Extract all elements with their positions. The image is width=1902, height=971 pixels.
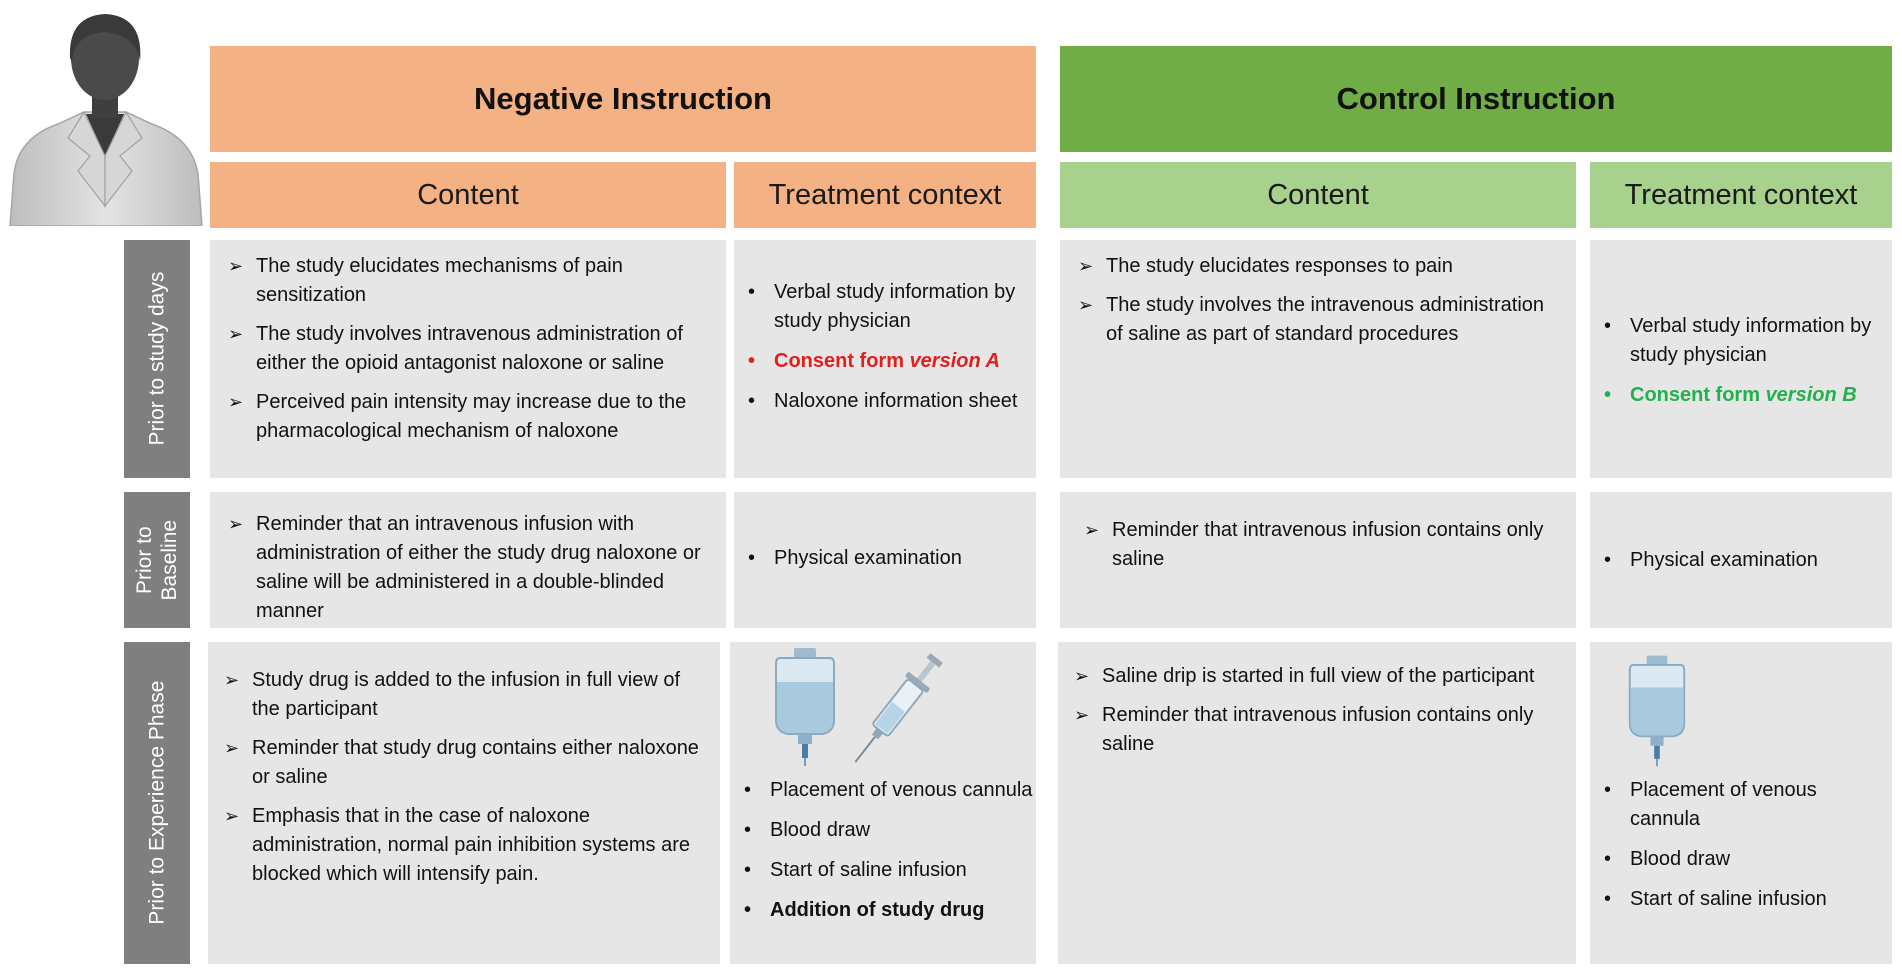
consent-form-a-item: •Consent form version A xyxy=(748,350,1000,372)
list-item: ➢The study elucidates mechanisms of pain… xyxy=(228,255,623,306)
control-experience-context: •Placement of venous cannula •Blood draw… xyxy=(1590,642,1892,964)
list-item: •Start of saline infusion xyxy=(744,859,967,881)
control-context-header: Treatment context xyxy=(1590,162,1892,228)
list-item: ➢The study involves intravenous administ… xyxy=(228,323,683,374)
list-item: •Verbal study information by study physi… xyxy=(748,281,1016,332)
list-item: •Blood draw xyxy=(1604,848,1731,870)
control-study-days-context: •Verbal study information by study physi… xyxy=(1590,240,1892,478)
syringe-icon xyxy=(848,648,944,772)
list-item: ➢Saline drip is started in full view of … xyxy=(1074,665,1535,687)
infusion-bag-icon xyxy=(772,648,838,766)
control-content-header: Content xyxy=(1060,162,1576,228)
negative-study-days-context: •Verbal study information by study physi… xyxy=(734,240,1036,478)
negative-baseline-context: •Physical examination xyxy=(734,492,1036,628)
list-item: •Naloxone information sheet xyxy=(748,390,1018,412)
row-label-prior-to-study-days: Prior to study days xyxy=(124,240,190,478)
list-item: •Physical examination xyxy=(1604,549,1818,571)
negative-baseline-content: ➢Reminder that an intravenous infusion w… xyxy=(210,492,726,628)
list-item: •Blood draw xyxy=(744,819,871,841)
list-item: ➢Emphasis that in the case of naloxone a… xyxy=(224,805,690,885)
physician-silhouette-icon xyxy=(6,6,204,227)
row-label-prior-to-experience-phase: Prior to Experience Phase xyxy=(124,642,190,964)
list-item: ➢Reminder that intravenous infusion cont… xyxy=(1084,519,1544,570)
control-baseline-context: •Physical examination xyxy=(1590,492,1892,628)
control-baseline-content: ➢Reminder that intravenous infusion cont… xyxy=(1060,492,1576,628)
negative-context-header: Treatment context xyxy=(734,162,1036,228)
list-item: •Placement of venous cannula xyxy=(1604,779,1817,830)
negative-content-header: Content xyxy=(210,162,726,228)
list-item: ➢Reminder that an intravenous infusion w… xyxy=(228,513,701,622)
list-item: ➢The study elucidates responses to pain xyxy=(1078,255,1453,277)
list-item: •Physical examination xyxy=(748,547,962,569)
infusion-bag-icon xyxy=(1626,654,1688,768)
control-experience-content: ➢Saline drip is started in full view of … xyxy=(1058,642,1576,964)
negative-study-days-content: ➢The study elucidates mechanisms of pain… xyxy=(210,240,726,478)
list-item: ➢Perceived pain intensity may increase d… xyxy=(228,391,687,442)
control-study-days-content: ➢The study elucidates responses to pain … xyxy=(1060,240,1576,478)
list-item: ➢Reminder that intravenous infusion cont… xyxy=(1074,704,1534,755)
list-item: ➢Study drug is added to the infusion in … xyxy=(224,669,681,720)
negative-instruction-header: Negative Instruction xyxy=(210,46,1036,152)
list-item: •Verbal study information by study physi… xyxy=(1604,315,1872,366)
list-item: •Start of saline infusion xyxy=(1604,888,1827,910)
consent-form-b-item: •Consent form version B xyxy=(1604,384,1857,406)
list-item: ➢Reminder that study drug contains eithe… xyxy=(224,737,699,788)
list-item: •Placement of venous cannula xyxy=(744,779,1033,801)
list-item: ➢The study involves the intravenous admi… xyxy=(1078,294,1545,345)
negative-experience-context: •Placement of venous cannula •Blood draw… xyxy=(730,642,1036,964)
list-item: •Addition of study drug xyxy=(744,899,985,921)
negative-experience-content: ➢Study drug is added to the infusion in … xyxy=(208,642,720,964)
control-instruction-header: Control Instruction xyxy=(1060,46,1892,152)
